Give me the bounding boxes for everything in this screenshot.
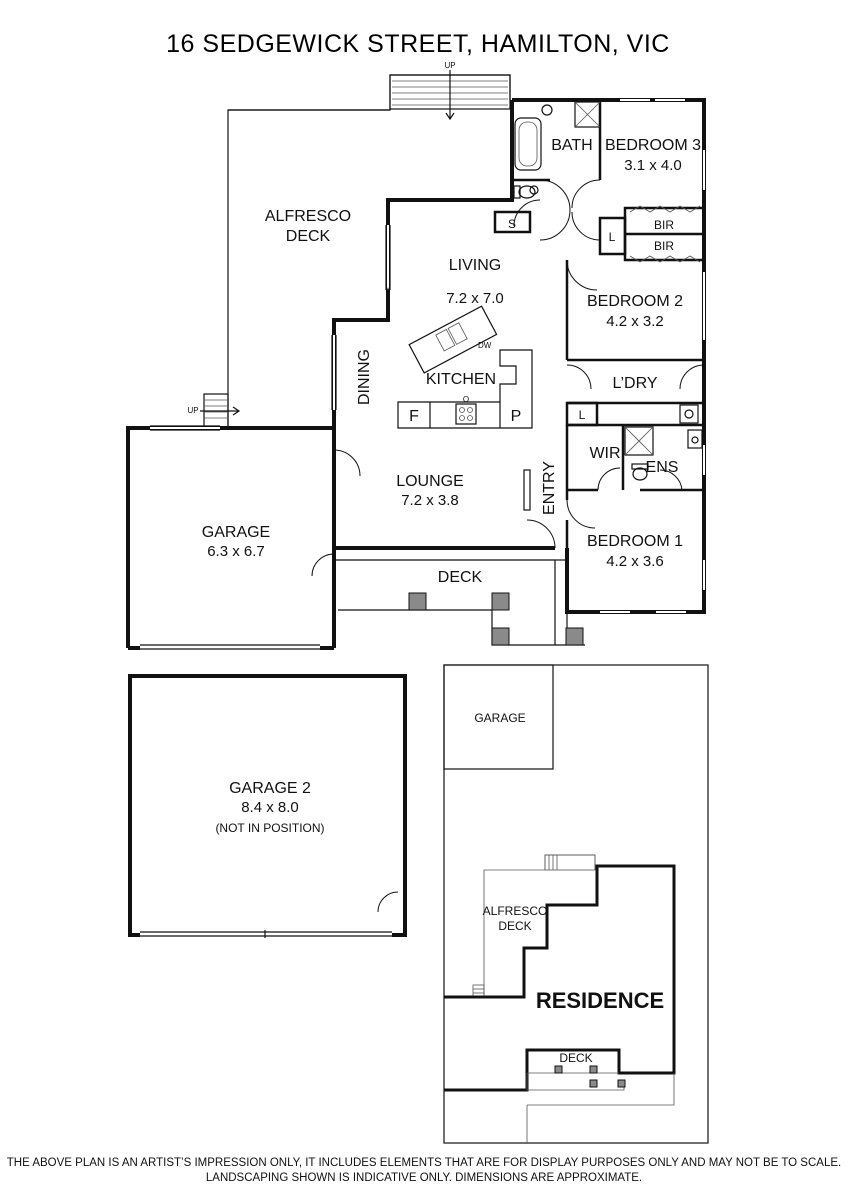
alfresco-label-2: DECK [286,228,331,245]
living-dims: 7.2 x 7.0 [446,290,504,307]
garage-2: GARAGE 2 8.4 x 8.0 (NOT IN POSITION) [128,674,407,938]
bir-label-1: BIR [654,218,674,232]
bedroom1-dims: 4.2 x 3.6 [606,553,664,570]
garage2-label: GARAGE 2 [229,780,311,797]
disclaimer-line-2: LANDSCAPING SHOWN IS INDICATIVE ONLY. DI… [206,1172,642,1184]
entry-label: ENTRY [541,461,558,515]
up-label-left: UP [187,406,198,415]
disclaimer-line-1: THE ABOVE PLAN IS AN ARTIST’S IMPRESSION… [7,1157,841,1169]
site-deck-label: DECK [559,1051,592,1065]
pantry-label: P [511,408,522,425]
site-boundary [443,664,709,1144]
interior-walls [493,100,706,612]
ens-label: ENS [646,459,679,476]
laundry-label: L’DRY [612,375,657,392]
site-alfresco-label-2: DECK [498,919,531,933]
garage2-note: (NOT IN POSITION) [215,821,324,835]
bedroom3-dims: 3.1 x 4.0 [624,157,682,174]
main-floor: ALFRESCO DECK LIVING 7.2 x 7.0 DW KITCHE… [126,61,706,650]
site-residence-label: RESIDENCE [536,988,664,1013]
bedroom1-label: BEDROOM 1 [587,533,683,550]
bath-fixtures [513,101,601,199]
garage-dims: 6.3 x 6.7 [207,543,265,560]
bath-label: BATH [551,137,592,154]
bedroom2-dims: 4.2 x 3.2 [606,313,664,330]
bedroom2-label: BEDROOM 2 [587,293,683,310]
linen-label: L [609,230,616,244]
front-deck [334,559,585,646]
site-residence-outline [444,864,676,1092]
deck-label: DECK [438,569,483,586]
laundry-l-label: L [579,408,586,422]
alfresco-label-1: ALFRESCO [265,208,351,225]
fridge-label: F [409,408,419,425]
store-label: S [508,217,516,231]
kitchen-joinery [397,305,533,511]
bedroom3-label: BEDROOM 3 [605,137,701,154]
site-alfresco-label-1: ALFRESCO [483,904,548,918]
wir-label: WIR [589,445,620,462]
site-garage-label: GARAGE [474,711,525,725]
left-steps [200,393,241,429]
garage-label: GARAGE [202,524,270,541]
bir-label-2: BIR [654,239,674,253]
lounge-dims: 7.2 x 3.8 [401,492,459,509]
living-label: LIVING [449,257,501,274]
garage2-dims: 8.4 x 8.0 [241,799,299,816]
plan-title: 16 SEDGEWICK STREET, HAMILTON, VIC [166,30,670,58]
doors [311,179,705,577]
up-label-top: UP [444,61,455,70]
dishwasher-label: DW [478,341,492,350]
top-steps [389,70,511,121]
lounge-label: LOUNGE [396,473,464,490]
ens-fixtures [624,404,703,481]
dining-label: DINING [356,349,373,405]
oven-label: O [463,395,469,404]
site-plan: GARAGE ALFRESCO DECK RESIDENCE DECK [443,664,709,1144]
site-garage [443,664,554,770]
garage-1 [126,425,336,650]
kitchen-label: KITCHEN [426,371,496,388]
